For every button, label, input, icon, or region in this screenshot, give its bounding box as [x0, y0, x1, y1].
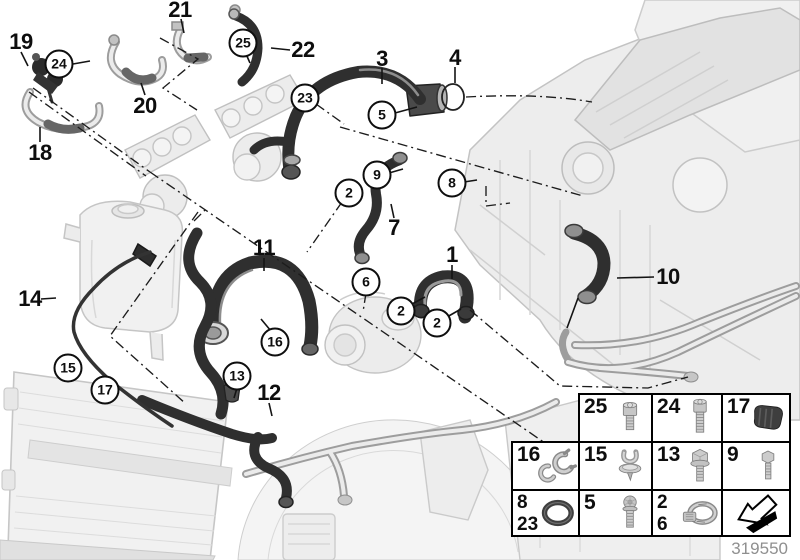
callout-16[interactable]: 16 [260, 327, 290, 357]
legend-cell-24[interactable]: 24 [651, 393, 721, 441]
legend-cell-17[interactable]: 17 [721, 393, 791, 441]
callout-18[interactable]: 18 [28, 140, 52, 165]
hex-flange-bolt-icon [680, 444, 720, 488]
figure-number: 319550 [731, 539, 788, 558]
hex-bolt-icon [748, 444, 788, 488]
callout-1[interactable]: 1 [446, 242, 458, 267]
legend-cell-label: 15 [584, 443, 608, 466]
callout-5[interactable]: 5 [367, 100, 397, 130]
callout-2[interactable]: 2 [334, 178, 364, 208]
callout-17[interactable]: 17 [90, 375, 120, 405]
callout-7[interactable]: 7 [388, 215, 400, 240]
legend-cell-label: 16 [517, 443, 541, 466]
leader-lines [20, 18, 689, 444]
torx-screw-icon [610, 396, 650, 440]
callout-2[interactable]: 2 [386, 296, 416, 326]
legend-cell-5[interactable]: 5 [578, 489, 651, 537]
legend-cell-label: 5 [584, 491, 596, 514]
callout-21[interactable]: 21 [168, 0, 192, 22]
metal-pipes-illustration [21, 4, 800, 506]
o-ring-icon [537, 491, 577, 535]
callout-25[interactable]: 25 [228, 28, 258, 58]
callout-6[interactable]: 6 [351, 267, 381, 297]
callout-23[interactable]: 23 [290, 83, 320, 113]
torx-bolt-icon [610, 491, 650, 535]
callout-2[interactable]: 2 [422, 308, 452, 338]
gasket-4-outline [441, 83, 465, 111]
callout-12[interactable]: 12 [257, 380, 281, 405]
legend-cell-25[interactable]: 25 [578, 393, 651, 441]
legend-cell-label: 9 [727, 443, 739, 466]
cap-screw-icon [680, 396, 720, 440]
callout-9[interactable]: 9 [362, 160, 392, 190]
callout-15[interactable]: 15 [53, 353, 83, 383]
hose-clamp-icon [680, 491, 720, 535]
spring-clamps-icon [537, 444, 577, 488]
washer-clip-icon [610, 444, 650, 488]
coolant-hoses-illustration [32, 8, 611, 509]
callout-13[interactable]: 13 [222, 361, 252, 391]
expansion-tank-illustration [63, 200, 184, 361]
callout-14[interactable]: 14 [18, 286, 42, 311]
callout-22[interactable]: 22 [291, 37, 315, 62]
callout-19[interactable]: 19 [9, 29, 33, 54]
legend-cell-9[interactable]: 9 [721, 441, 791, 489]
engine-illustration [454, 0, 800, 421]
direction-arrow-icon [725, 491, 789, 535]
callout-10[interactable]: 10 [656, 264, 680, 289]
callout-11[interactable]: 11 [252, 235, 276, 260]
callout-4[interactable]: 4 [449, 45, 461, 70]
legend-cell-label: 25 [584, 395, 608, 418]
callout-20[interactable]: 20 [133, 93, 157, 118]
legend-cell-label: 17 [727, 395, 751, 418]
legend-cell-16[interactable]: 16 [511, 441, 578, 489]
callout-24[interactable]: 24 [44, 49, 74, 79]
legend-blank [511, 393, 578, 441]
legend-cell-label: 13 [657, 443, 681, 466]
legend-cell-15[interactable]: 15 [578, 441, 651, 489]
legend-cell-13[interactable]: 13 [651, 441, 721, 489]
callout-8[interactable]: 8 [437, 168, 467, 198]
callout-3[interactable]: 3 [376, 46, 388, 71]
rubber-mount-icon [748, 396, 788, 440]
legend-cell-[interactable] [721, 489, 791, 537]
legend-cell-label: 24 [657, 395, 681, 418]
